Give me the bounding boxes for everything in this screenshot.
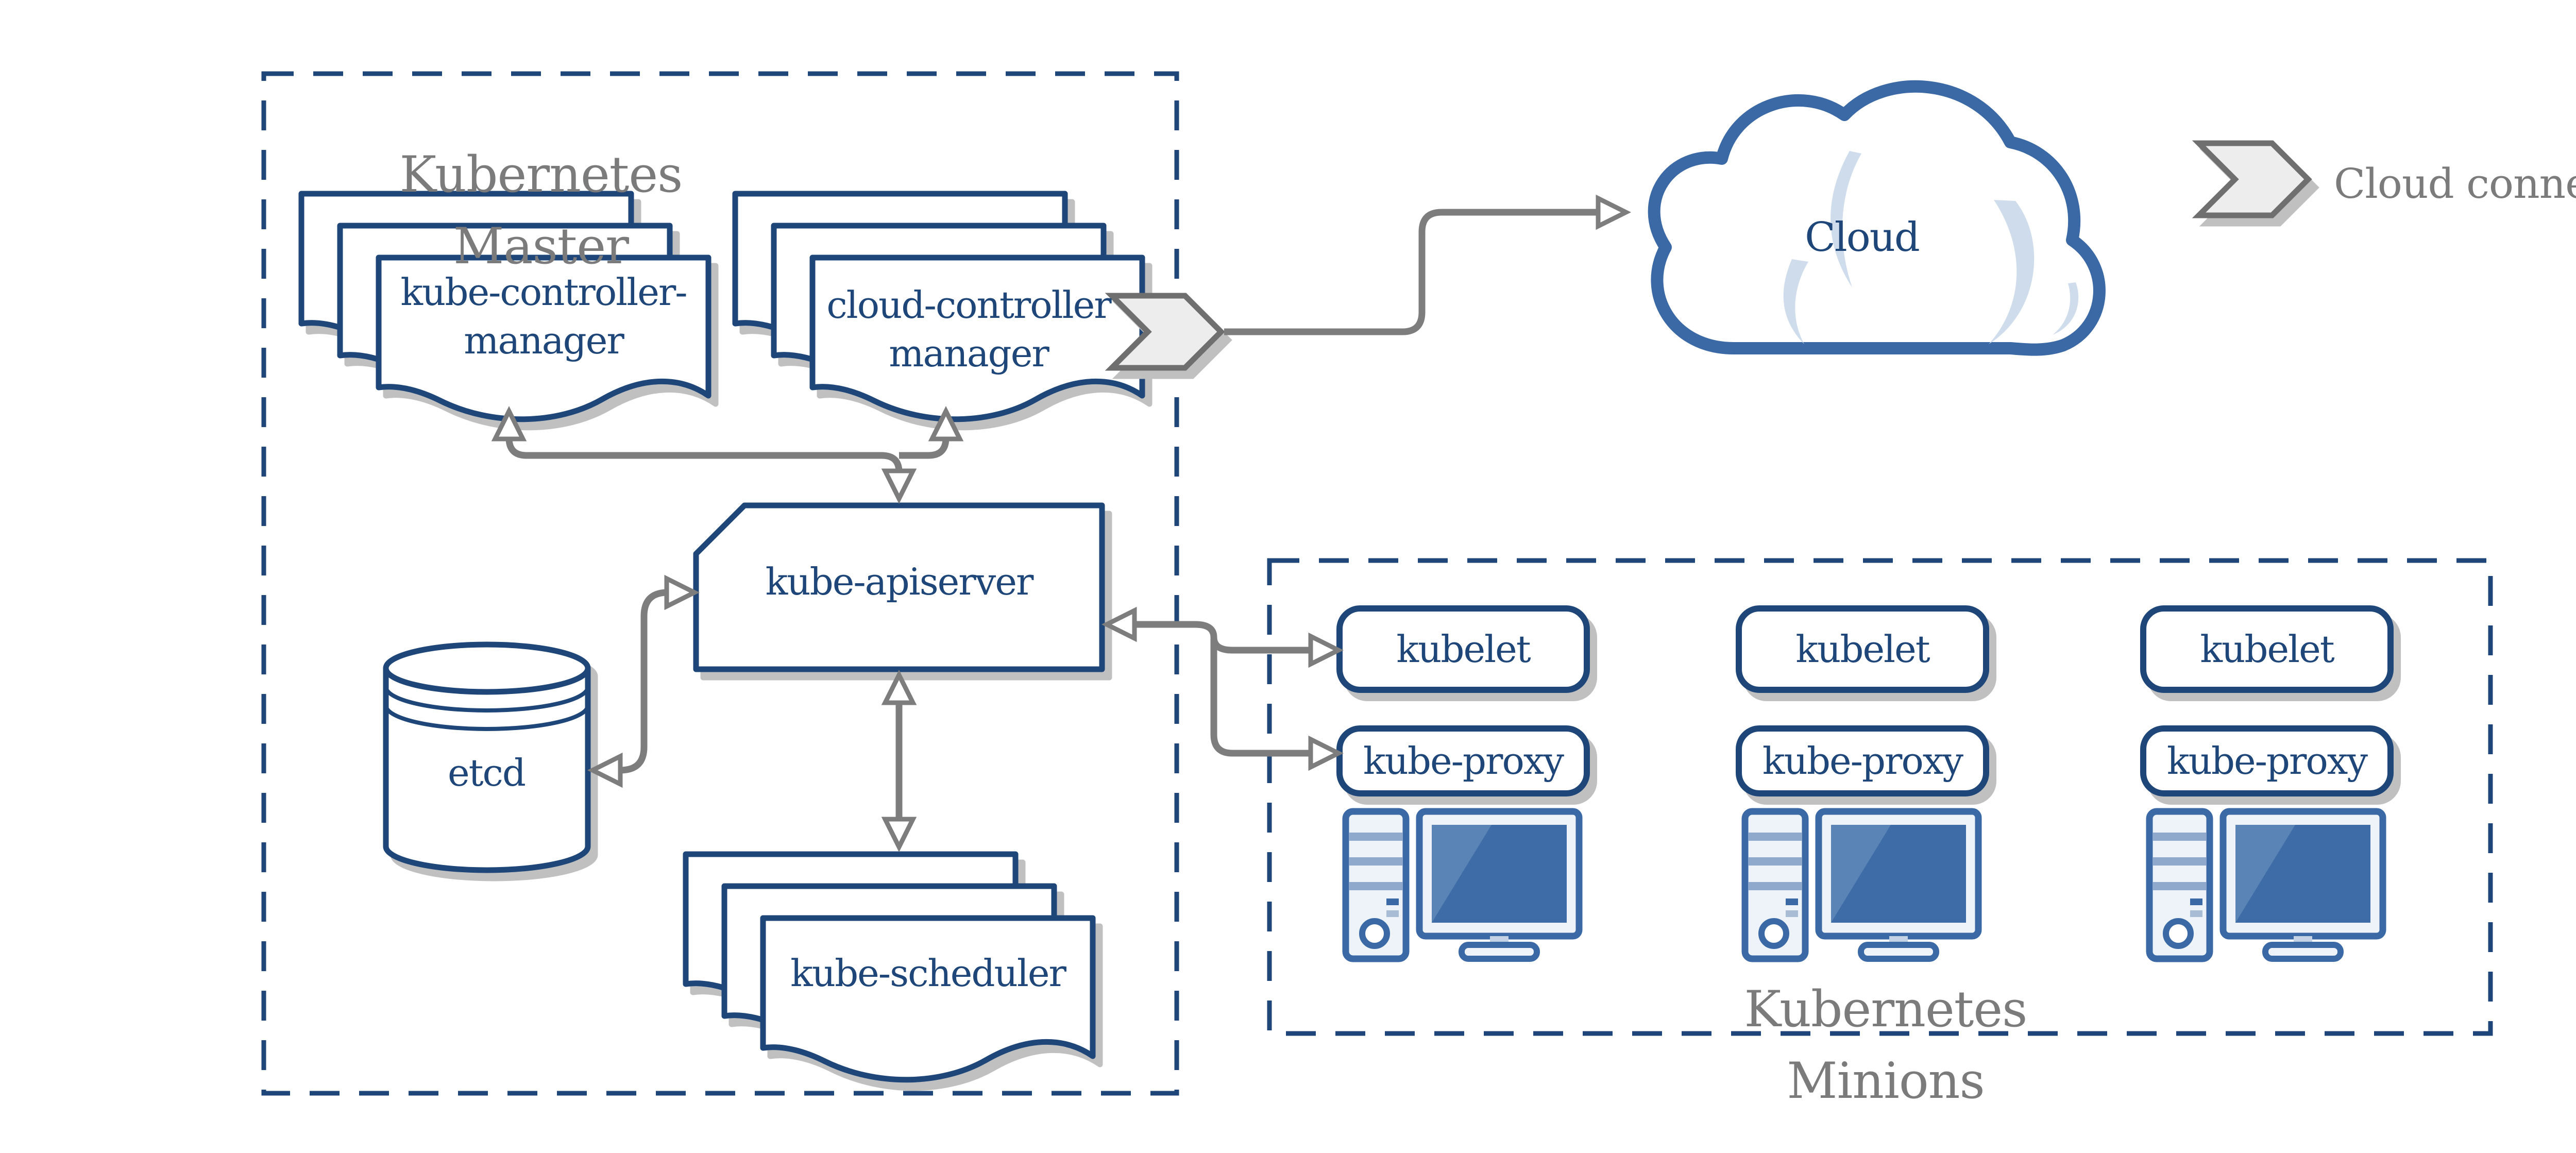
kubelet-node-2: kubelet (1736, 605, 1989, 693)
arrow-apiserver-kube-proxy (1210, 639, 1312, 757)
kubelet-label-2: kubelet (1795, 628, 1930, 671)
computer-icon-2 (1741, 808, 1982, 962)
arrowhead-up-ccm (928, 405, 964, 442)
arrow-kcm-to-apiserver (505, 437, 903, 472)
arrowhead-right-apiserver-left (664, 574, 700, 611)
kube-proxy-node-3: kube-proxy (2140, 725, 2394, 796)
kube-apiserver-box (693, 502, 1105, 672)
arrowhead-right-kube-proxy (1308, 735, 1344, 771)
etcd-label: etcd (448, 751, 526, 794)
arrowhead-right-cloud (1596, 194, 1632, 230)
arrowhead-left-apiserver-right (1101, 606, 1137, 642)
etcd-cylinder-icon (383, 641, 591, 873)
master-title: Kubernetes Master (399, 146, 683, 276)
cloud-connector-icon (1105, 293, 1225, 371)
arrowhead-down-apiserver (881, 468, 917, 504)
kube-proxy-node-1: kube-proxy (1336, 725, 1590, 796)
kubelet-label-3: kubelet (2200, 628, 2334, 671)
cloud-icon (1648, 80, 2106, 356)
kube-proxy-label-3: kube-proxy (2166, 739, 2368, 783)
cloud-label: Cloud (1805, 214, 1920, 261)
kube-controller-manager-docs-icon (298, 191, 711, 422)
kubelet-node-3: kubelet (2140, 605, 2394, 693)
kubernetes-minions-box (1267, 558, 2493, 1036)
computer-icon-1 (1342, 808, 1583, 962)
arrow-connector-to-cloud (1224, 209, 1599, 335)
computer-icon-3 (2146, 808, 2386, 962)
legend-cloud-connector-icon (2192, 140, 2312, 218)
kubernetes-master-box (261, 71, 1179, 1096)
kubelet-node-1: kubelet (1336, 605, 1590, 693)
arrow-apiserver-kubelet (1133, 621, 1312, 654)
kube-scheduler-label: kube-scheduler (790, 952, 1066, 995)
kube-proxy-label-1: kube-proxy (1363, 739, 1564, 783)
arrowhead-down-scheduler (881, 817, 917, 853)
kube-scheduler-docs-icon (683, 851, 1096, 1083)
kube-proxy-label-2: kube-proxy (1762, 739, 1963, 783)
arrowhead-up-apiserver-bottom (881, 669, 917, 705)
arrowhead-left-etcd (587, 752, 623, 788)
minions-title: Kubernetes Minions (1744, 980, 2028, 1110)
kube-controller-manager-label: kube-controller- manager (400, 270, 687, 362)
cloud-controller-manager-label: cloud-controller manager (826, 283, 1111, 375)
legend-label: Cloud connector (2334, 160, 2576, 208)
arrow-apiserver-etcd (620, 589, 668, 774)
arrowhead-right-kubelet (1308, 632, 1344, 668)
cloud-controller-manager-docs-icon (732, 191, 1145, 422)
arrow-ccm-to-apiserver (899, 437, 950, 459)
arrowhead-up-kcm (491, 405, 527, 442)
kubelet-label-1: kubelet (1396, 628, 1531, 671)
kube-apiserver-label: kube-apiserver (765, 560, 1034, 603)
kube-proxy-node-2: kube-proxy (1736, 725, 1989, 796)
